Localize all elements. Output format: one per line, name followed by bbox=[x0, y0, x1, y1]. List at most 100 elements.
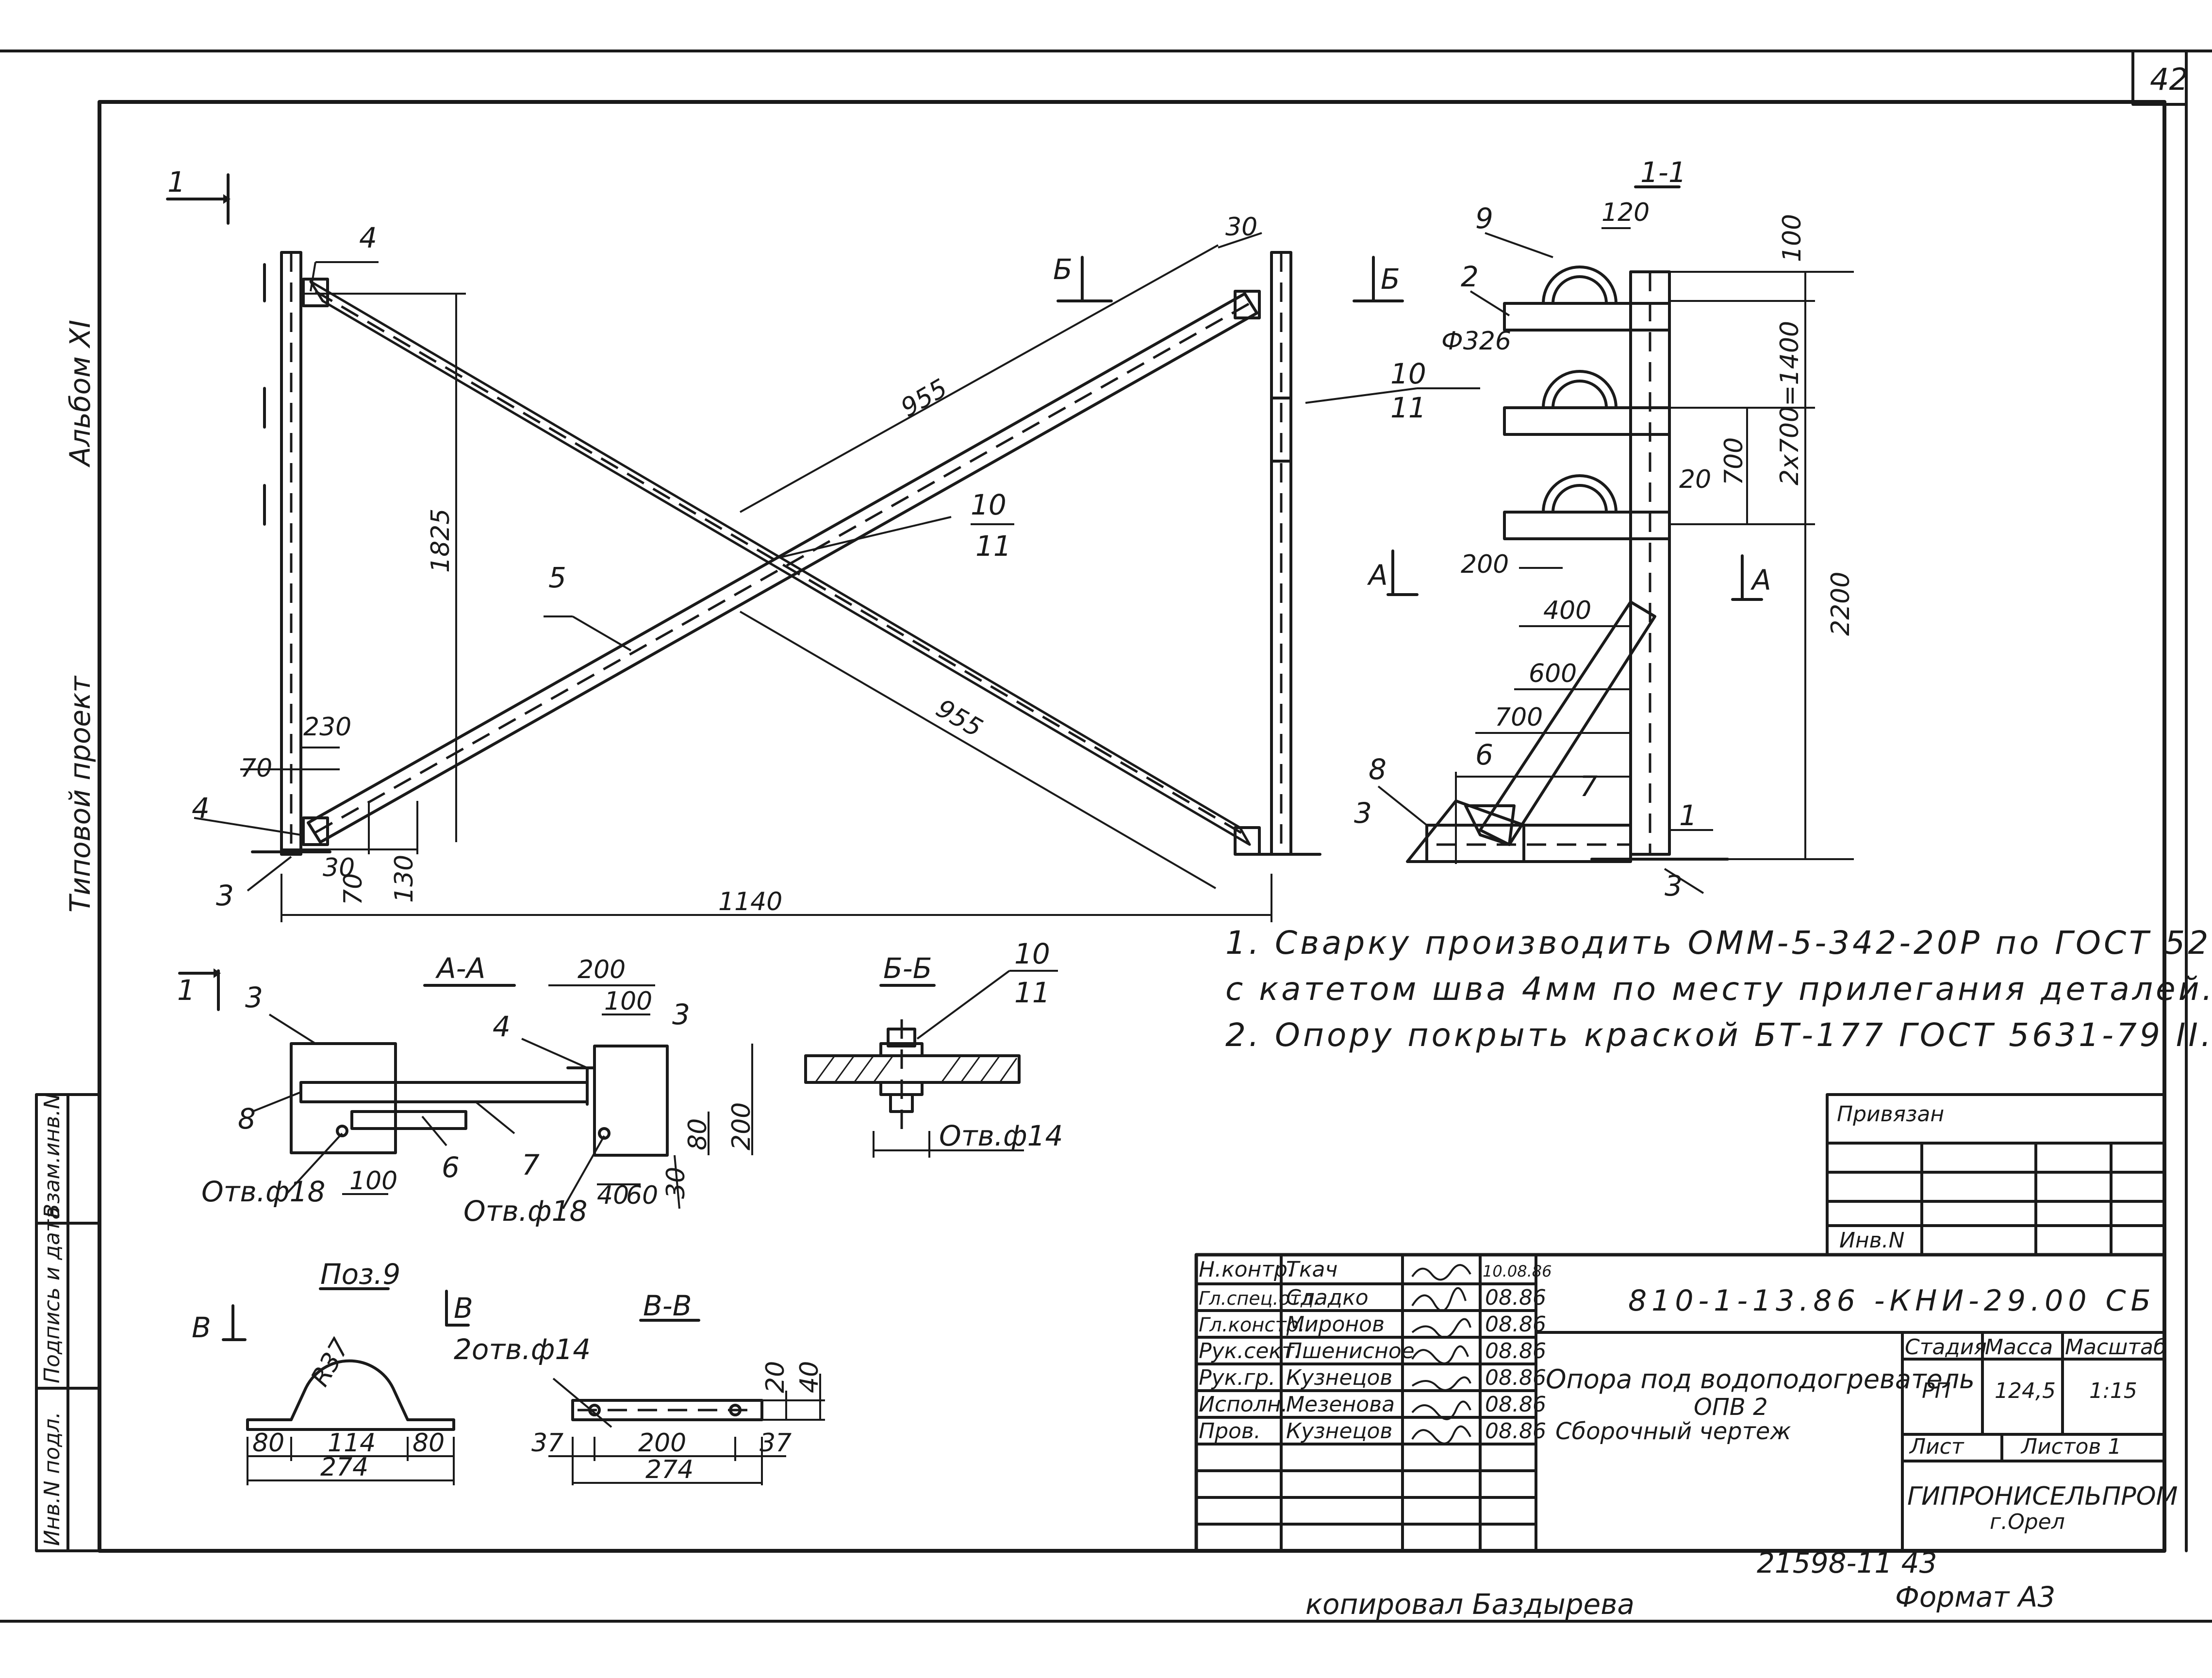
aa-ref-8: 8 bbox=[238, 1102, 256, 1135]
main-dim-130: 130 bbox=[390, 855, 419, 903]
s11-dim-600: 600 bbox=[1529, 659, 1577, 688]
aa-dim-100: 100 bbox=[604, 987, 652, 1016]
s11-section-A-left: А bbox=[1367, 559, 1388, 592]
section-a-a-labels: 1 А-А 200 100 200 80 30 40 60 100 3 3 4 … bbox=[177, 952, 756, 1228]
footer-copied: копировал Баздырева bbox=[1305, 1588, 1634, 1621]
bb-ref-11: 11 bbox=[1014, 976, 1050, 1009]
note-line-2: с катетом шва 4мм по месту прилегания де… bbox=[1225, 970, 2212, 1008]
aa-dim-80: 80 bbox=[683, 1118, 712, 1150]
tb-name-line1: Опора под водоподогреватель bbox=[1546, 1364, 1975, 1395]
main-section-B-left: Б bbox=[1053, 253, 1073, 286]
s11-dim-2200: 2200 bbox=[1826, 572, 1855, 636]
main-dim-955-upper: 955 bbox=[896, 374, 953, 423]
aa-hole-2: Отв.ф18 bbox=[463, 1195, 587, 1228]
sheet-number: 42 bbox=[2150, 62, 2188, 97]
tb-mass-header: Масса bbox=[1985, 1335, 2053, 1360]
tb-role-5: Исполн. bbox=[1199, 1392, 1288, 1417]
pos9-dim-274: 274 bbox=[320, 1453, 368, 1482]
stamp-vzam-inv: Взам.инв.N bbox=[40, 1093, 65, 1218]
vv-dim-40: 40 bbox=[795, 1361, 824, 1393]
bb-ref-10: 10 bbox=[1014, 937, 1050, 970]
pos-9 bbox=[222, 1287, 455, 1485]
project-type-label: Типовой проект bbox=[64, 675, 97, 913]
aa-ref-3: 3 bbox=[245, 981, 263, 1014]
note-line-3: 2. Опору покрыть краской БТ-177 ГОСТ 563… bbox=[1225, 1016, 2212, 1054]
aa-ref-4: 4 bbox=[493, 1010, 511, 1043]
main-view-labels: 1 30 955 955 1825 1140 230 70 30 70 130 … bbox=[167, 166, 1426, 916]
vv-dim-20: 20 bbox=[761, 1361, 790, 1393]
section-b-b-labels: Б-Б 10 11 Отв.ф14 bbox=[883, 937, 1063, 1152]
main-dim-70: 70 bbox=[240, 754, 272, 783]
s11-title: 1-1 bbox=[1640, 156, 1686, 189]
tb-date-5: 08.86 bbox=[1485, 1392, 1546, 1417]
main-ref-3: 3 bbox=[216, 879, 234, 912]
tb-name-line2: ОПВ 2 bbox=[1694, 1394, 1768, 1421]
aa-dim-60: 60 bbox=[626, 1181, 658, 1210]
section-1-1 bbox=[1377, 185, 1854, 894]
s11-dim-700: 700 bbox=[1719, 437, 1749, 485]
section-v-v-labels: В В-В 2отв.ф14 20 40 37 200 37 274 bbox=[454, 1289, 824, 1484]
tb-stage-header: Стадия bbox=[1905, 1335, 1987, 1360]
tb-scale-header: Масштаб bbox=[2065, 1335, 2166, 1360]
pos9-dim-114: 114 bbox=[328, 1429, 376, 1458]
main-ref-10b: 10 bbox=[1390, 357, 1426, 390]
s11-ref-1: 1 bbox=[1679, 799, 1697, 832]
footer-format: Формат А3 bbox=[1895, 1580, 2055, 1613]
aa-ref-6: 6 bbox=[442, 1151, 460, 1184]
tb-sheets: Листов 1 bbox=[2020, 1434, 2121, 1459]
s11-ref-8: 8 bbox=[1369, 753, 1387, 786]
s11-ref-3b: 3 bbox=[1665, 869, 1683, 902]
aa-title: А-А bbox=[435, 952, 485, 985]
aa-ref-3b: 3 bbox=[672, 998, 690, 1031]
main-ref-4a: 4 bbox=[359, 221, 377, 254]
note-line-1: 1. Сварку производить ОММ-5-342-20Р по Г… bbox=[1225, 924, 2212, 962]
aa-hole-1: Отв.ф18 bbox=[201, 1175, 325, 1208]
vv-marker: В bbox=[454, 1292, 473, 1325]
tb-sheet: Лист bbox=[1909, 1434, 1964, 1459]
pos9-marker: В bbox=[192, 1311, 211, 1344]
tb-name-6: Кузнецов bbox=[1286, 1419, 1392, 1444]
stamp-signature-date: Подпись и дата bbox=[40, 1207, 65, 1383]
vv-holes: 2отв.ф14 bbox=[454, 1333, 591, 1366]
section-b-b bbox=[804, 970, 1058, 1158]
tb-role-2: Гл.констр. bbox=[1199, 1314, 1305, 1336]
album-label: Альбом XI bbox=[64, 320, 97, 468]
signatures bbox=[1411, 1264, 1471, 1445]
tb-scale: 1:15 bbox=[2089, 1379, 2137, 1403]
privyazan-inv: Инв.N bbox=[1839, 1228, 1905, 1253]
pos9-title: Поз.9 bbox=[320, 1258, 400, 1291]
left-stamp bbox=[35, 1093, 101, 1552]
main-dim-1140: 1140 bbox=[718, 887, 782, 916]
vv-dim-37b: 37 bbox=[759, 1429, 792, 1458]
main-dim-955-lower: 955 bbox=[931, 694, 988, 743]
pos-9-labels: Поз.9 В R37 80 114 80 274 bbox=[192, 1258, 445, 1482]
s11-dim-20: 20 bbox=[1679, 465, 1711, 494]
tb-role-6: Пров. bbox=[1199, 1419, 1261, 1444]
main-dim-70b: 70 bbox=[339, 873, 368, 905]
s11-ref-6: 6 bbox=[1475, 738, 1493, 771]
vv-dim-37a: 37 bbox=[531, 1429, 563, 1458]
aa-ref-7: 7 bbox=[522, 1148, 540, 1181]
aa-dim-200v: 200 bbox=[727, 1102, 756, 1150]
tb-name-0: Ткач bbox=[1286, 1257, 1337, 1282]
main-dim-230: 230 bbox=[303, 713, 351, 742]
tb-date-4: 08.86 bbox=[1485, 1365, 1546, 1390]
main-section-marker: 1 bbox=[167, 166, 185, 199]
notes: 1. Сварку производить ОММ-5-342-20Р по Г… bbox=[1225, 924, 2212, 1054]
tb-date-3: 08.86 bbox=[1485, 1339, 1546, 1363]
main-dim-30b: 30 bbox=[323, 853, 355, 882]
main-view bbox=[166, 173, 1480, 922]
tb-name-3: Пшенисное bbox=[1286, 1339, 1415, 1363]
tb-role-1: Гл.спец.отд. bbox=[1199, 1288, 1319, 1309]
tb-name-4: Кузнецов bbox=[1286, 1365, 1392, 1390]
tb-stage: РП bbox=[1922, 1379, 1951, 1403]
tb-date-2: 08.86 bbox=[1485, 1312, 1546, 1337]
tb-date-0: 10.08.86 bbox=[1483, 1262, 1552, 1280]
tb-role-0: Н.контр. bbox=[1199, 1257, 1294, 1282]
aa-dim-30: 30 bbox=[661, 1167, 691, 1199]
tb-role-4: Рук.гр. bbox=[1199, 1365, 1275, 1390]
tb-role-3: Рук.сект. bbox=[1199, 1339, 1301, 1363]
s11-dim-100: 100 bbox=[1778, 214, 1807, 262]
aa-dim-100b: 100 bbox=[349, 1166, 397, 1196]
